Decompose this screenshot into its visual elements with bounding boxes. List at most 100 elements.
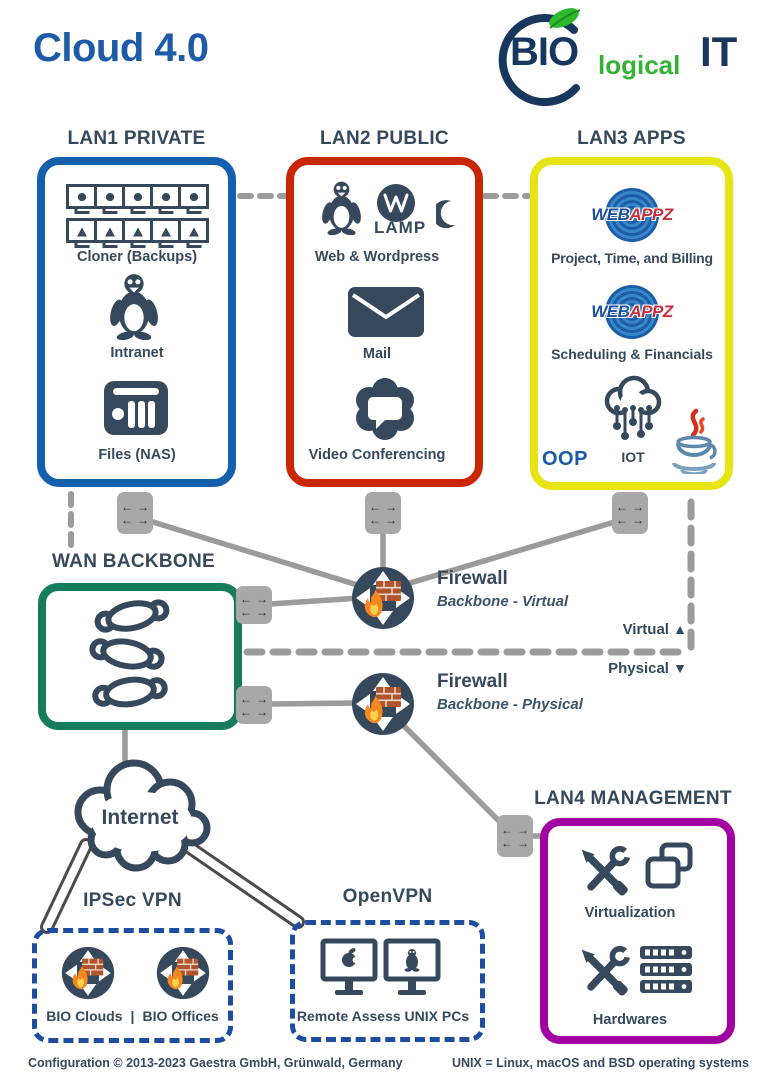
lan3-item-label: Scheduling & Financials xyxy=(551,346,713,362)
lan2-item-label: Video Conferencing xyxy=(308,447,446,463)
lan3-title: LAN3 APPS xyxy=(577,128,686,149)
up-arrow-icon: ▲ xyxy=(673,621,687,637)
switch-icon: ←→←→ xyxy=(236,686,272,724)
lan2-item-label: Mail xyxy=(362,346,392,362)
server-stack-icon xyxy=(640,946,692,993)
switch-icon: ←→←→ xyxy=(117,492,153,534)
apple-mini-monitor-icon xyxy=(125,187,153,206)
openvpn-box xyxy=(290,920,485,1042)
openvpn-title: OpenVPN xyxy=(342,886,433,907)
mail-envelope-icon xyxy=(348,287,424,337)
apple-mini-monitor-icon xyxy=(97,187,125,206)
wan-title: WAN BACKBONE xyxy=(52,551,215,572)
switch-icon: ←→←→ xyxy=(612,492,648,534)
apple-mini-monitor-icon xyxy=(153,187,181,206)
firewall-virtual-name: Firewall xyxy=(437,568,508,589)
webappz-appz-text: APPZ xyxy=(629,205,673,224)
firewall-physical-sub: Backbone - Physical xyxy=(437,696,583,713)
openvpn-label: Remote Assess UNIX PCs xyxy=(296,1008,470,1024)
webappz-globe-icon xyxy=(605,285,659,339)
cloner-row-tux xyxy=(66,218,209,243)
lamp-text: LAMP xyxy=(374,218,427,237)
lan1-item-label: Intranet xyxy=(110,345,164,361)
footer-right-text: UNIX = Linux, macOS and BSD operating sy… xyxy=(452,1056,749,1070)
logo-it-text: IT xyxy=(700,28,738,75)
linux-tux-icon xyxy=(105,272,163,340)
cloner-row-apple xyxy=(66,184,209,209)
solid-connectors xyxy=(122,515,631,839)
tux-mini-monitor-icon xyxy=(69,221,97,240)
internet-cloud-icon xyxy=(74,759,211,872)
webappz-globe-icon xyxy=(605,188,659,242)
switch-icon: ←→←→ xyxy=(236,586,272,624)
tux-mini-monitor-icon xyxy=(153,221,181,240)
lan2-box xyxy=(286,157,483,487)
separator-physical-label: Physical ▼ xyxy=(608,660,687,677)
firewall-virtual-icon xyxy=(351,566,415,630)
iot-cloud-icon xyxy=(604,375,662,440)
ipsec-title: IPSec VPN xyxy=(83,890,182,911)
chat-flower-icon xyxy=(356,378,414,440)
apple-mini-monitor-icon xyxy=(181,187,206,206)
tux-mini-monitor-icon xyxy=(125,221,153,240)
lan3-item-label: Project, Time, and Billing xyxy=(551,250,713,266)
tools-icon xyxy=(578,846,630,898)
ipsec-labels: BIO Clouds | BIO Offices xyxy=(36,1008,229,1024)
tools-icon xyxy=(578,946,630,998)
java-icon xyxy=(672,408,717,474)
lan4-item-label: Virtualization xyxy=(584,905,676,921)
tux-mini-monitor-icon xyxy=(181,221,206,240)
firewall-physical-name: Firewall xyxy=(437,671,508,692)
webappz-appz-text: APPZ xyxy=(629,302,673,321)
leaf-icon xyxy=(549,8,581,29)
lan2-item-label: Web & Wordpress xyxy=(314,249,440,265)
switch-icon: ←→←→ xyxy=(365,492,401,534)
firewall-icon xyxy=(61,946,115,1000)
internet-label: Internet xyxy=(101,806,179,829)
lan4-title: LAN4 MANAGEMENT xyxy=(534,788,732,809)
webappz-web-text: WEB xyxy=(591,302,630,321)
lan1-item-label: Files (NAS) xyxy=(98,447,176,463)
lan1-box xyxy=(37,157,236,487)
lan1-item-label: Cloner (Backups) xyxy=(76,249,198,265)
nas-storage-icon xyxy=(104,381,168,435)
tux-icon xyxy=(318,180,365,235)
footer-left-text: Configuration © 2013-2023 Gaestra GmbH, … xyxy=(28,1056,403,1070)
lan3-box xyxy=(530,157,733,490)
divider: | xyxy=(130,1008,135,1024)
page-title: Cloud 4.0 xyxy=(33,26,209,70)
logo-bio-text: BIO xyxy=(510,30,579,74)
lan4-item-label: Hardwares xyxy=(592,1012,668,1028)
webappz-logo: WEBAPPZ xyxy=(586,283,678,341)
bio-clouds-label: BIO Clouds xyxy=(46,1008,123,1024)
webappz-logo: WEBAPPZ xyxy=(586,186,678,244)
cloner-monitors-icon xyxy=(66,184,209,252)
lan2-title: LAN2 PUBLIC xyxy=(320,128,449,149)
lan1-title: LAN1 PRIVATE xyxy=(67,128,206,149)
dashed-connectors xyxy=(68,193,531,548)
lamp-swirl-icon xyxy=(436,200,455,229)
tux-mini-monitor-icon xyxy=(97,221,125,240)
ipsec-box xyxy=(32,928,233,1043)
mac-monitor-icon xyxy=(320,938,378,995)
wordpress-icon xyxy=(377,184,415,222)
logo-logical-text: logical xyxy=(598,50,681,80)
switch-icon: ←→←→ xyxy=(497,815,533,857)
firewall-icon xyxy=(156,946,210,1000)
vm-squares-icon xyxy=(645,842,693,889)
biological-it-logo: BIO logical IT xyxy=(488,6,756,106)
firewall-physical-icon xyxy=(351,672,415,736)
iot-label: IOT xyxy=(621,449,645,465)
wan-box xyxy=(38,583,242,730)
oop-text: OOP xyxy=(542,448,588,470)
linux-monitor-icon xyxy=(383,938,441,995)
lan4-box xyxy=(540,818,735,1044)
down-arrow-icon: ▼ xyxy=(673,660,687,676)
separator-virtual-label: Virtual ▲ xyxy=(622,621,687,638)
firewall-virtual-sub: Backbone - Virtual xyxy=(437,593,569,610)
spine-backbone-icon xyxy=(89,599,170,708)
virtual-physical-separator xyxy=(243,493,695,656)
webappz-web-text: WEB xyxy=(591,205,630,224)
